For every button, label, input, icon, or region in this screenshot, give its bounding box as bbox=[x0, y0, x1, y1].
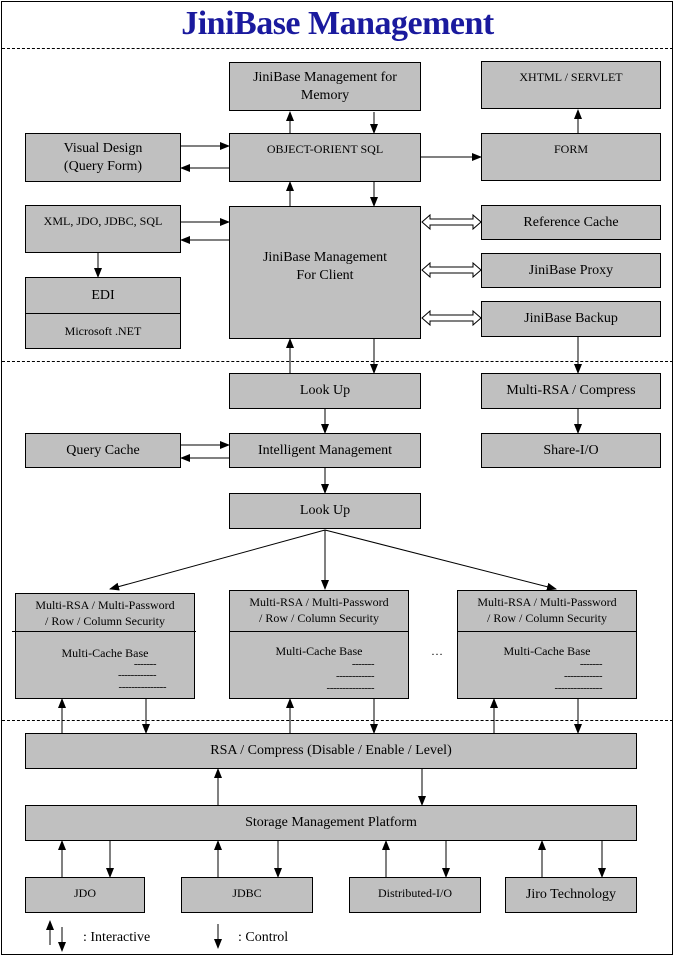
query-cache-label: Query Cache bbox=[66, 442, 140, 458]
security-box-2-line2: / Row / Column Security bbox=[259, 611, 379, 625]
section-divider bbox=[2, 720, 673, 721]
jdbc-label: JDBC bbox=[232, 886, 262, 900]
form-box: FORM bbox=[481, 133, 661, 181]
security-box-3-line2: / Row / Column Security bbox=[487, 611, 607, 625]
xml-jdo-jdbc-sql-box: XML, JDO, JDBC, SQL bbox=[25, 205, 181, 253]
share-io-label: Share-I/O bbox=[543, 442, 599, 458]
dash-line: ------------ bbox=[336, 670, 374, 682]
distributed-io-label: Distributed-I/O bbox=[378, 886, 452, 900]
security-box-1: Multi-RSA / Multi-Password / Row / Colum… bbox=[15, 593, 195, 699]
security-box-1-line1: Multi-RSA / Multi-Password bbox=[35, 598, 175, 612]
visual-design-box: Visual Design (Query Form) bbox=[25, 133, 181, 182]
lookup-box-1: Look Up bbox=[229, 373, 421, 409]
microsoft-net-label: Microsoft .NET bbox=[64, 324, 142, 338]
memory-management-label: JiniBase Management for Memory bbox=[253, 69, 397, 103]
jinibase-backup-box: JiniBase Backup bbox=[481, 301, 661, 337]
security-box-2: Multi-RSA / Multi-Password / Row / Colum… bbox=[229, 590, 409, 699]
xhtml-servlet-label: XHTML / SERVLET bbox=[519, 70, 623, 84]
query-cache-box: Query Cache bbox=[25, 433, 181, 468]
memory-management-box: JiniBase Management for Memory bbox=[229, 62, 421, 111]
client-management-box: JiniBase Management For Client bbox=[229, 206, 421, 339]
dash-line: ------------ bbox=[118, 669, 156, 681]
security-box-3-line1: Multi-RSA / Multi-Password bbox=[477, 595, 617, 609]
dash-line: --------------- bbox=[326, 682, 375, 694]
xml-jdo-jdbc-sql-label: XML, JDO, JDBC, SQL bbox=[43, 214, 163, 228]
rsa-compress-label: RSA / Compress (Disable / Enable / Level… bbox=[210, 743, 452, 758]
client-management-label: JiniBase Management For Client bbox=[262, 249, 388, 283]
section-divider bbox=[2, 361, 673, 362]
security-box-1-cache: Multi-Cache Base bbox=[61, 646, 149, 660]
legend-interactive: : Interactive bbox=[83, 930, 151, 945]
diagram-title: JiniBase Management bbox=[181, 5, 494, 42]
security-box-2-divider bbox=[230, 631, 408, 632]
edi-box: EDI Microsoft .NET bbox=[25, 277, 181, 349]
lookup-label-2: Look Up bbox=[299, 503, 351, 518]
share-io-box: Share-I/O bbox=[481, 433, 661, 468]
multi-rsa-compress-label: Multi-RSA / Compress bbox=[506, 383, 636, 398]
intelligent-management-label: Intelligent Management bbox=[257, 442, 393, 458]
dash-line: ------- bbox=[133, 658, 157, 670]
form-label: FORM bbox=[553, 142, 588, 156]
dash-line: ------- bbox=[579, 658, 603, 670]
lookup-box-2: Look Up bbox=[229, 493, 421, 529]
storage-platform-label: Storage Management Platform bbox=[245, 815, 417, 830]
object-orient-sql-box: OBJECT-ORIENT SQL bbox=[229, 133, 421, 182]
jinibase-backup-label: JiniBase Backup bbox=[524, 311, 618, 326]
security-box-1-line2: / Row / Column Security bbox=[45, 614, 165, 628]
jdo-box: JDO bbox=[25, 877, 145, 913]
security-box-3-divider bbox=[458, 631, 636, 632]
double-arrow-client-refcache bbox=[421, 213, 482, 231]
jdbc-box: JDBC bbox=[181, 877, 313, 913]
legend-control: : Control bbox=[238, 930, 289, 945]
reference-cache-label: Reference Cache bbox=[523, 214, 619, 230]
storage-platform-box: Storage Management Platform bbox=[25, 805, 637, 841]
jdo-label: JDO bbox=[73, 886, 96, 900]
security-box-1-divider bbox=[12, 631, 196, 632]
arrow-lookup-to-security-3 bbox=[324, 529, 557, 591]
ellipsis: … bbox=[431, 644, 443, 658]
distributed-io-box: Distributed-I/O bbox=[349, 877, 481, 913]
section-divider bbox=[2, 48, 673, 49]
jiro-technology-box: Jiro Technology bbox=[505, 877, 637, 913]
xhtml-servlet-box: XHTML / SERVLET bbox=[481, 61, 661, 109]
rsa-compress-box: RSA / Compress (Disable / Enable / Level… bbox=[25, 733, 637, 769]
double-arrow-client-proxy bbox=[421, 261, 482, 279]
multi-rsa-compress-box: Multi-RSA / Compress bbox=[481, 373, 661, 409]
lookup-label-1: Look Up bbox=[299, 383, 351, 398]
security-box-3-cache: Multi-Cache Base bbox=[503, 644, 591, 658]
jinibase-proxy-label: JiniBase Proxy bbox=[528, 262, 614, 278]
arrow-lookup-to-security-1 bbox=[109, 529, 326, 591]
intelligent-management-box: Intelligent Management bbox=[229, 433, 421, 468]
security-box-2-line1: Multi-RSA / Multi-Password bbox=[249, 595, 389, 609]
object-orient-sql-label: OBJECT-ORIENT SQL bbox=[266, 142, 384, 156]
visual-design-label: Visual Design (Query Form) bbox=[63, 140, 143, 174]
jiro-technology-label: Jiro Technology bbox=[525, 887, 617, 902]
jinibase-proxy-box: JiniBase Proxy bbox=[481, 253, 661, 288]
dash-line: --------------- bbox=[554, 682, 603, 694]
security-box-2-cache: Multi-Cache Base bbox=[275, 644, 363, 658]
dash-line: ------------ bbox=[564, 670, 602, 682]
double-arrow-client-backup bbox=[421, 309, 482, 327]
edi-label: EDI bbox=[26, 278, 180, 314]
dash-line: --------------- bbox=[118, 681, 167, 693]
reference-cache-box: Reference Cache bbox=[481, 205, 661, 240]
dash-line: ------- bbox=[351, 658, 375, 670]
